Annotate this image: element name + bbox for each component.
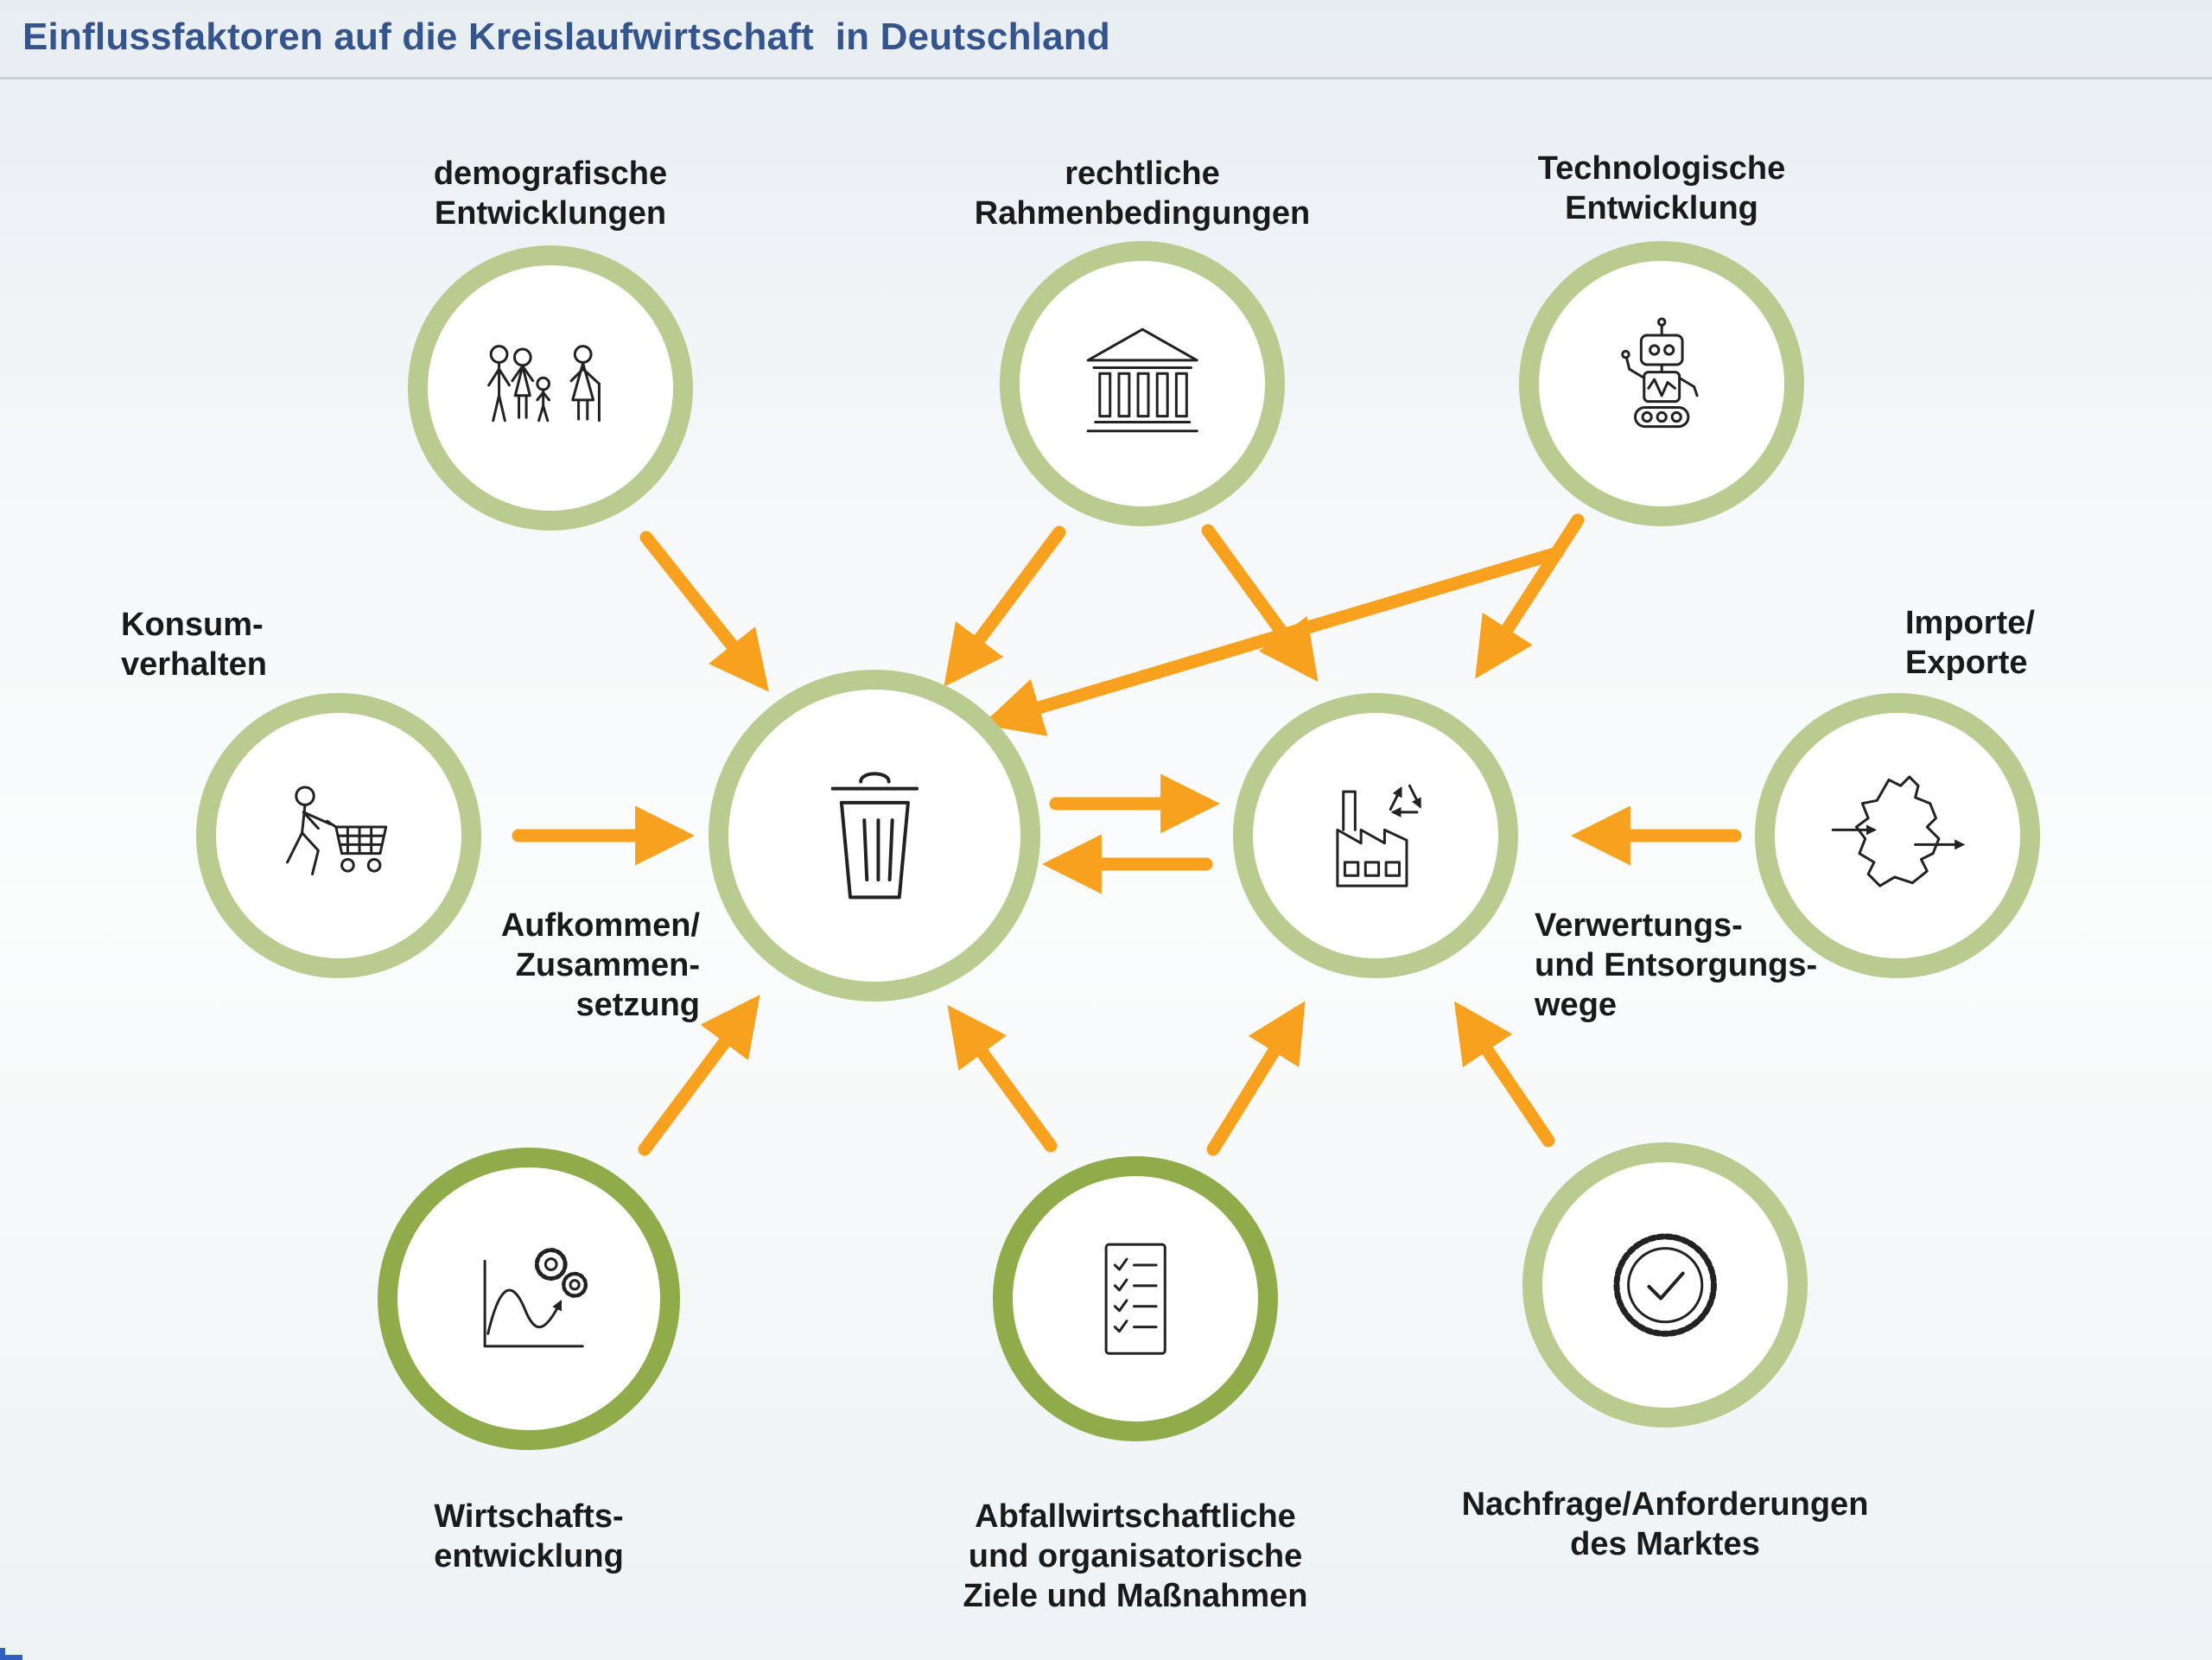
arrow-rechtliche-to-verwertung [1201, 524, 1319, 683]
label-line: demografische [433, 156, 668, 192]
label-line: Verwertungs- [1535, 907, 1743, 944]
label-line: rechtliche [1065, 156, 1220, 192]
arrow-nachfrage-to-verwertung [1453, 1001, 1555, 1148]
arrow-technologische-to-aufkommen [982, 546, 1564, 736]
label-line: und organisatorische [968, 1538, 1303, 1574]
arrow-abfall-to-aufkommen [947, 1005, 1058, 1153]
label-line: Wirtschafts- [434, 1498, 624, 1535]
label-importe: Importe/ Exporte [1905, 603, 2190, 683]
family-icon [477, 315, 624, 461]
government-building-icon [1069, 310, 1216, 457]
economy-chart-icon [450, 1220, 607, 1377]
label-line: Ziele und Maßnahmen [963, 1578, 1308, 1614]
label-nachfrage: Nachfrage/Anforderungen des Marktes [1427, 1485, 1903, 1564]
label-rechtliche: rechtliche Rahmenbedingungen [918, 154, 1367, 233]
label-line: Rahmenbedingungen [974, 195, 1311, 232]
label-aufkommen: Aufkommen/ Zusammen- setzung [354, 906, 700, 1025]
quality-seal-icon [1592, 1212, 1738, 1358]
label-wirtschaft: Wirtschafts- entwicklung [356, 1497, 702, 1576]
node-technologische [1519, 241, 1804, 526]
label-technologische: Technologische Entwicklung [1437, 149, 1886, 228]
node-demografische [408, 245, 693, 531]
label-line: setzung [575, 987, 700, 1023]
label-line: Importe/ [1905, 605, 2035, 641]
checklist-icon [1062, 1225, 1209, 1372]
arrow-rechtliche-to-aufkommen [944, 525, 1066, 687]
title-bar: Einflussfaktoren auf die Kreislaufwirtsc… [0, 0, 2212, 80]
label-konsum: Konsum- verhalten [121, 605, 397, 684]
shopping-cart-person-icon [265, 762, 412, 909]
label-line: des Marktes [1570, 1526, 1760, 1562]
page-title: Einflussfaktoren auf die Kreislaufwirtsc… [22, 16, 1110, 58]
label-verwertung: Verwertungs- und Entsorgungs- wege [1535, 906, 1915, 1025]
trash-bin-icon [787, 748, 963, 924]
germany-map-icon [1824, 762, 1967, 909]
arrow-technologische-to-verwertung [1475, 513, 1585, 679]
robot-icon [1588, 310, 1735, 457]
arrow-abfall-to-verwertung [1206, 1001, 1306, 1156]
node-nachfrage [1522, 1142, 1808, 1428]
label-line: Exporte [1905, 645, 2028, 681]
label-line: Abfallwirtschaftliche [975, 1498, 1296, 1535]
node-abfall [993, 1156, 1278, 1441]
node-wirtschaft [378, 1148, 680, 1450]
label-line: entwicklung [434, 1538, 624, 1574]
recycling-factory-icon [1302, 762, 1449, 909]
label-line: Aufkommen/ [500, 907, 700, 944]
arrow-demografische-to-aufkommen [639, 531, 770, 692]
node-rechtliche [1000, 241, 1285, 526]
label-line: Nachfrage/Anforderungen [1461, 1486, 1869, 1523]
label-line: wege [1535, 987, 1618, 1023]
label-line: und Entsorgungs- [1535, 947, 1818, 983]
label-line: Entwicklung [1565, 190, 1758, 226]
label-line: Konsum- [121, 607, 264, 643]
label-line: verhalten [121, 646, 267, 683]
node-verwertung [1233, 693, 1518, 978]
label-demografische: demografische Entwicklungen [334, 154, 766, 233]
label-abfall: Abfallwirtschaftliche und organisatorisc… [919, 1497, 1351, 1616]
arrow-wirtschaft-to-aufkommen [638, 995, 760, 1156]
label-line: Zusammen- [515, 947, 700, 983]
label-line: Technologische [1537, 150, 1786, 187]
page-corner-accent [0, 1648, 22, 1660]
node-aufkommen [709, 670, 1040, 1002]
label-line: Entwicklungen [434, 195, 667, 232]
